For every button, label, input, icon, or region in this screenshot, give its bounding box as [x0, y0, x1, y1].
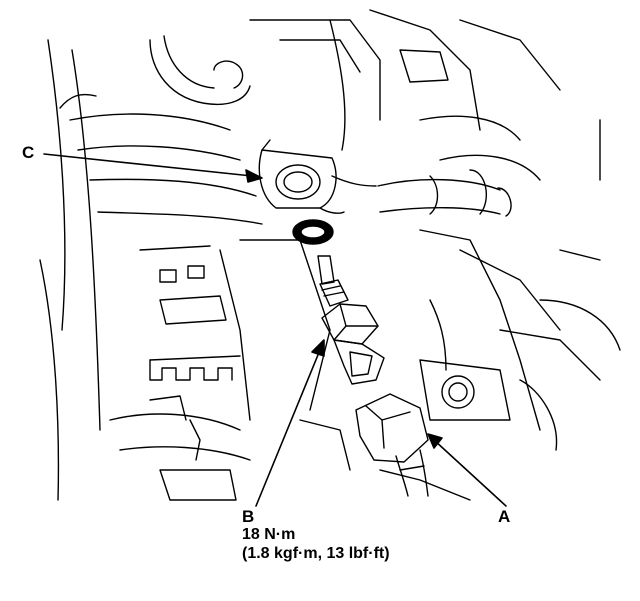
sensor-icon [317, 255, 385, 385]
arrowhead-a [427, 433, 443, 449]
connector-icon [355, 393, 429, 497]
callout-c-label: C [22, 143, 35, 162]
callout-a-label: A [498, 507, 511, 526]
leader-lines [43, 153, 507, 507]
leader-a [433, 439, 507, 507]
arrowhead-c [245, 169, 263, 183]
sealing-washer-icon [292, 219, 334, 245]
engine-background [39, 9, 621, 501]
arrowhead-b [311, 339, 325, 357]
leader-c [43, 153, 253, 177]
sensor-boss [258, 139, 377, 214]
torque-spec-alt: (1.8 kgf·m, 13 lbf·ft) [242, 545, 390, 562]
callout-b-label: B [242, 507, 255, 526]
torque-spec: 18 N·m [242, 526, 296, 543]
leader-b [255, 349, 321, 507]
callout-b-block: B 18 N·m (1.8 kgf·m, 13 lbf·ft) [242, 508, 390, 565]
